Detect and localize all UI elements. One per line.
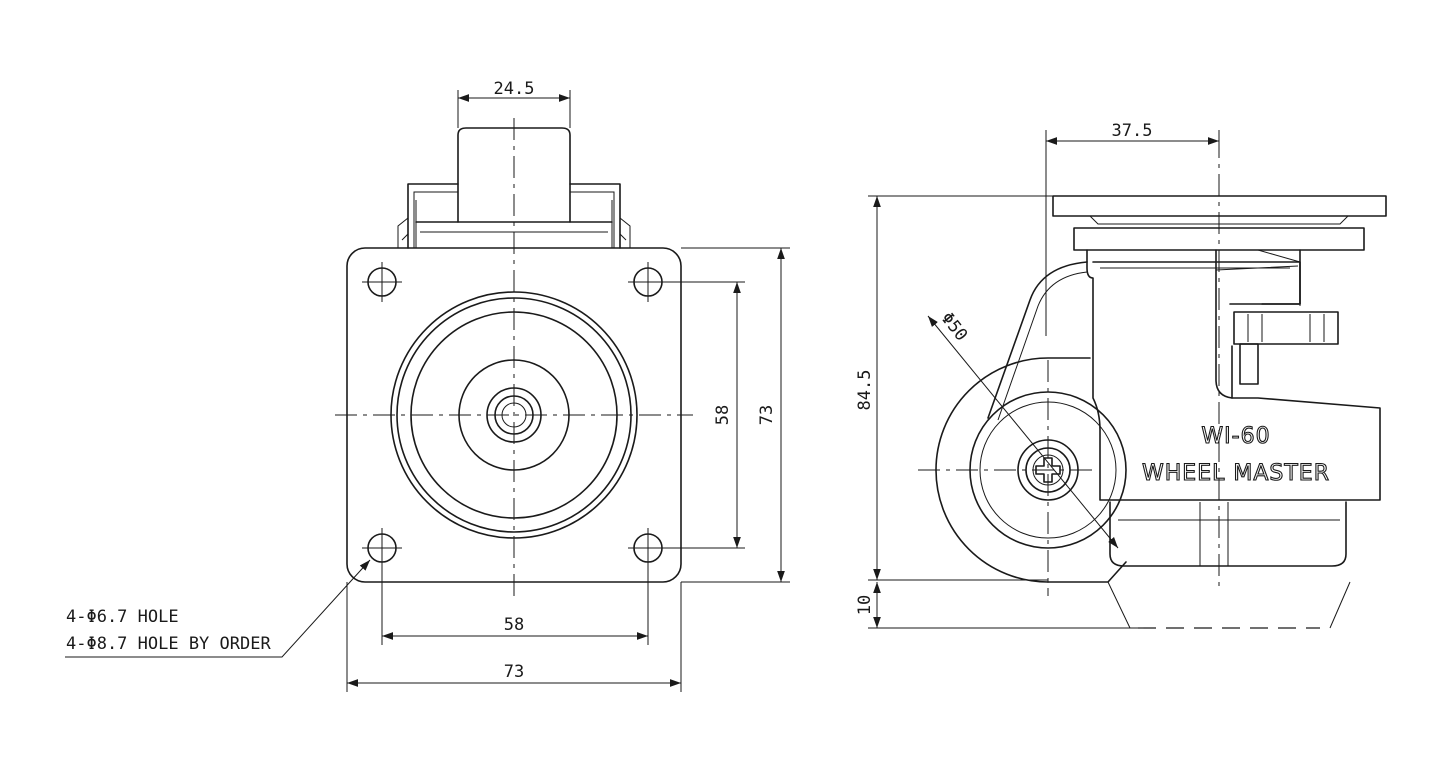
dim-plate-width-label: 73 [504, 662, 524, 682]
dim-plate-width: 73 [346, 582, 682, 692]
dim-plate-height: 73 [681, 247, 790, 583]
dim-overall-height-label: 84.5 [855, 370, 875, 411]
dim-hole-pitch-vertical-label: 58 [713, 405, 733, 425]
dim-hole-pitch-horizontal-label: 58 [504, 615, 524, 635]
brand-text: WHEEL MASTER [1142, 461, 1330, 486]
dim-offset: 37.5 [1045, 121, 1220, 336]
front-view: 24.5 58 73 58 73 [65, 79, 790, 692]
dim-stem-width-label: 24.5 [494, 79, 535, 99]
dim-plate-height-label: 73 [757, 405, 777, 425]
dim-stem-width: 24.5 [457, 79, 571, 128]
dim-overall-height: 84.5 [855, 195, 1053, 581]
dim-hole-pitch-horizontal: 58 [381, 562, 649, 645]
dim-offset-label: 37.5 [1112, 121, 1153, 141]
hole-note-line2: 4-Φ8.7 HOLE BY ORDER [66, 634, 271, 654]
dim-hole-pitch-vertical: 58 [662, 281, 745, 549]
dim-wheel-diameter-label: Φ50 [937, 309, 972, 346]
hole-note: 4-Φ6.7 HOLE 4-Φ8.7 HOLE BY ORDER [65, 559, 371, 658]
dim-adjust-height-label: 10 [855, 595, 875, 615]
model-text: WI-60 [1201, 424, 1270, 449]
side-view: WI-60 WHEEL MASTER 37.5 84.5 10 [855, 121, 1387, 629]
dim-adjust-height: 10 [855, 582, 1138, 629]
dim-wheel-diameter: Φ50 [927, 309, 1119, 549]
side-base-pad [1107, 501, 1351, 629]
hole-note-line1: 4-Φ6.7 HOLE [66, 607, 179, 627]
